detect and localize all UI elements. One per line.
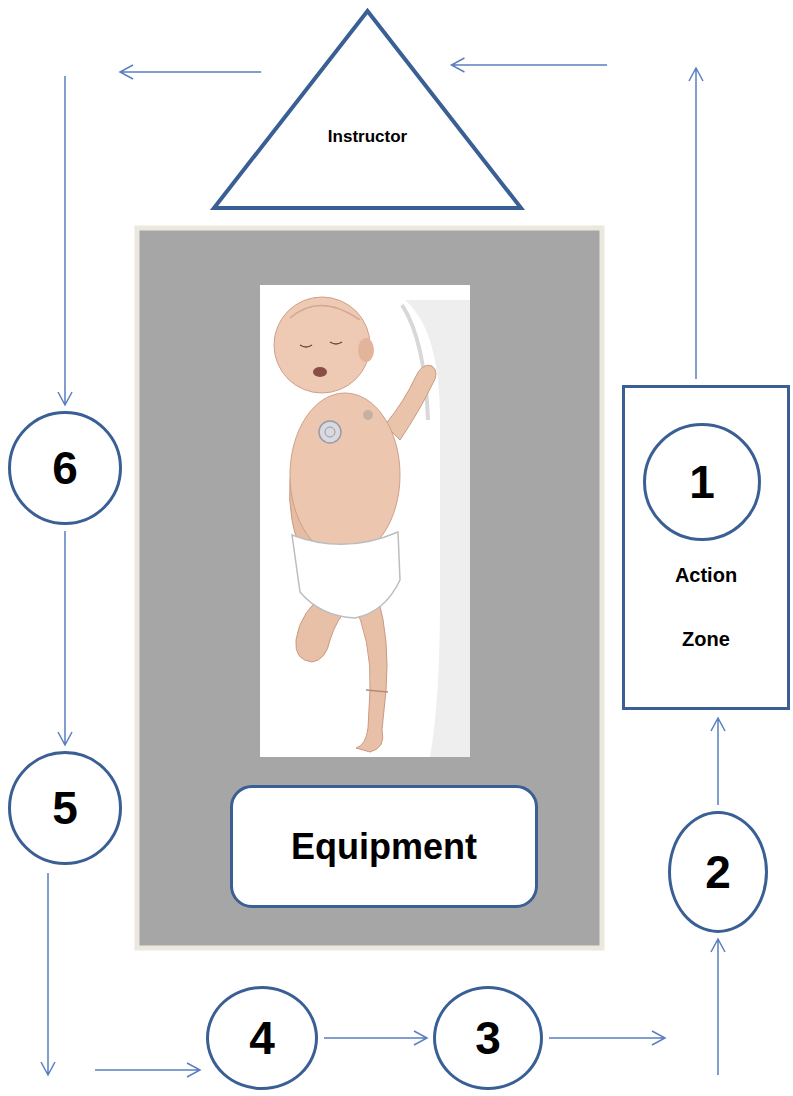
node-label: Instructor [328,127,407,147]
step-circle: 3 [433,986,543,1090]
flow-arrow [58,531,72,745]
flow-arrow [41,873,200,1077]
flow-arrow [549,939,725,1075]
step-circle: 2 [668,811,768,933]
flow-arrow [58,65,261,405]
step-number: 3 [475,1012,501,1065]
step-number: 4 [249,1012,275,1065]
flow-arrow [324,1031,427,1045]
station-mat [137,228,602,948]
step-circle: 4 [206,986,318,1090]
step-number: 2 [705,846,731,899]
step-circle: 1 [643,423,761,541]
step-number: 1 [689,456,715,509]
step-circle: 5 [8,751,122,865]
action-zone-box: Action Zone 1 [622,385,790,710]
instructor-triangle: Instructor [211,8,524,211]
step-number: 5 [52,782,78,835]
node-label: Action Zone [656,543,756,671]
infant-manikin [260,285,470,757]
step-circle: 6 [8,411,122,525]
equipment-box: Equipment [230,785,538,908]
step-number: 6 [52,442,78,495]
flow-arrow [711,718,725,805]
node-label: Equipment [291,826,477,867]
triangle-outline [211,8,524,211]
flow-arrow [451,58,703,379]
